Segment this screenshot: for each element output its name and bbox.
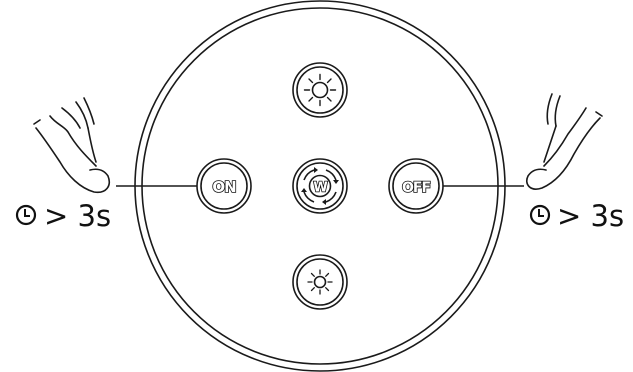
left-hold-instruction: > 3s bbox=[17, 199, 111, 233]
clock-icon bbox=[531, 206, 549, 224]
on-button-label: ON bbox=[212, 178, 236, 196]
white-button-label: W bbox=[313, 181, 327, 196]
clock-icon bbox=[17, 206, 35, 224]
right-hold-instruction: > 3s bbox=[531, 199, 624, 233]
right-pointing-hand-icon bbox=[527, 94, 602, 189]
brightness-up-button[interactable] bbox=[293, 63, 347, 117]
off-button[interactable]: OFF bbox=[389, 159, 443, 213]
sun-small-icon bbox=[308, 270, 332, 294]
right-hold-duration-text: > 3s bbox=[557, 199, 624, 233]
sun-large-icon bbox=[305, 75, 336, 106]
left-hold-duration-text: > 3s bbox=[44, 199, 111, 233]
brightness-down-button[interactable] bbox=[293, 255, 347, 309]
off-button-label: OFF bbox=[402, 180, 430, 196]
left-pointing-hand-icon bbox=[34, 98, 109, 192]
white-mode-button[interactable]: W bbox=[293, 159, 347, 213]
on-button[interactable]: ON bbox=[197, 159, 251, 213]
